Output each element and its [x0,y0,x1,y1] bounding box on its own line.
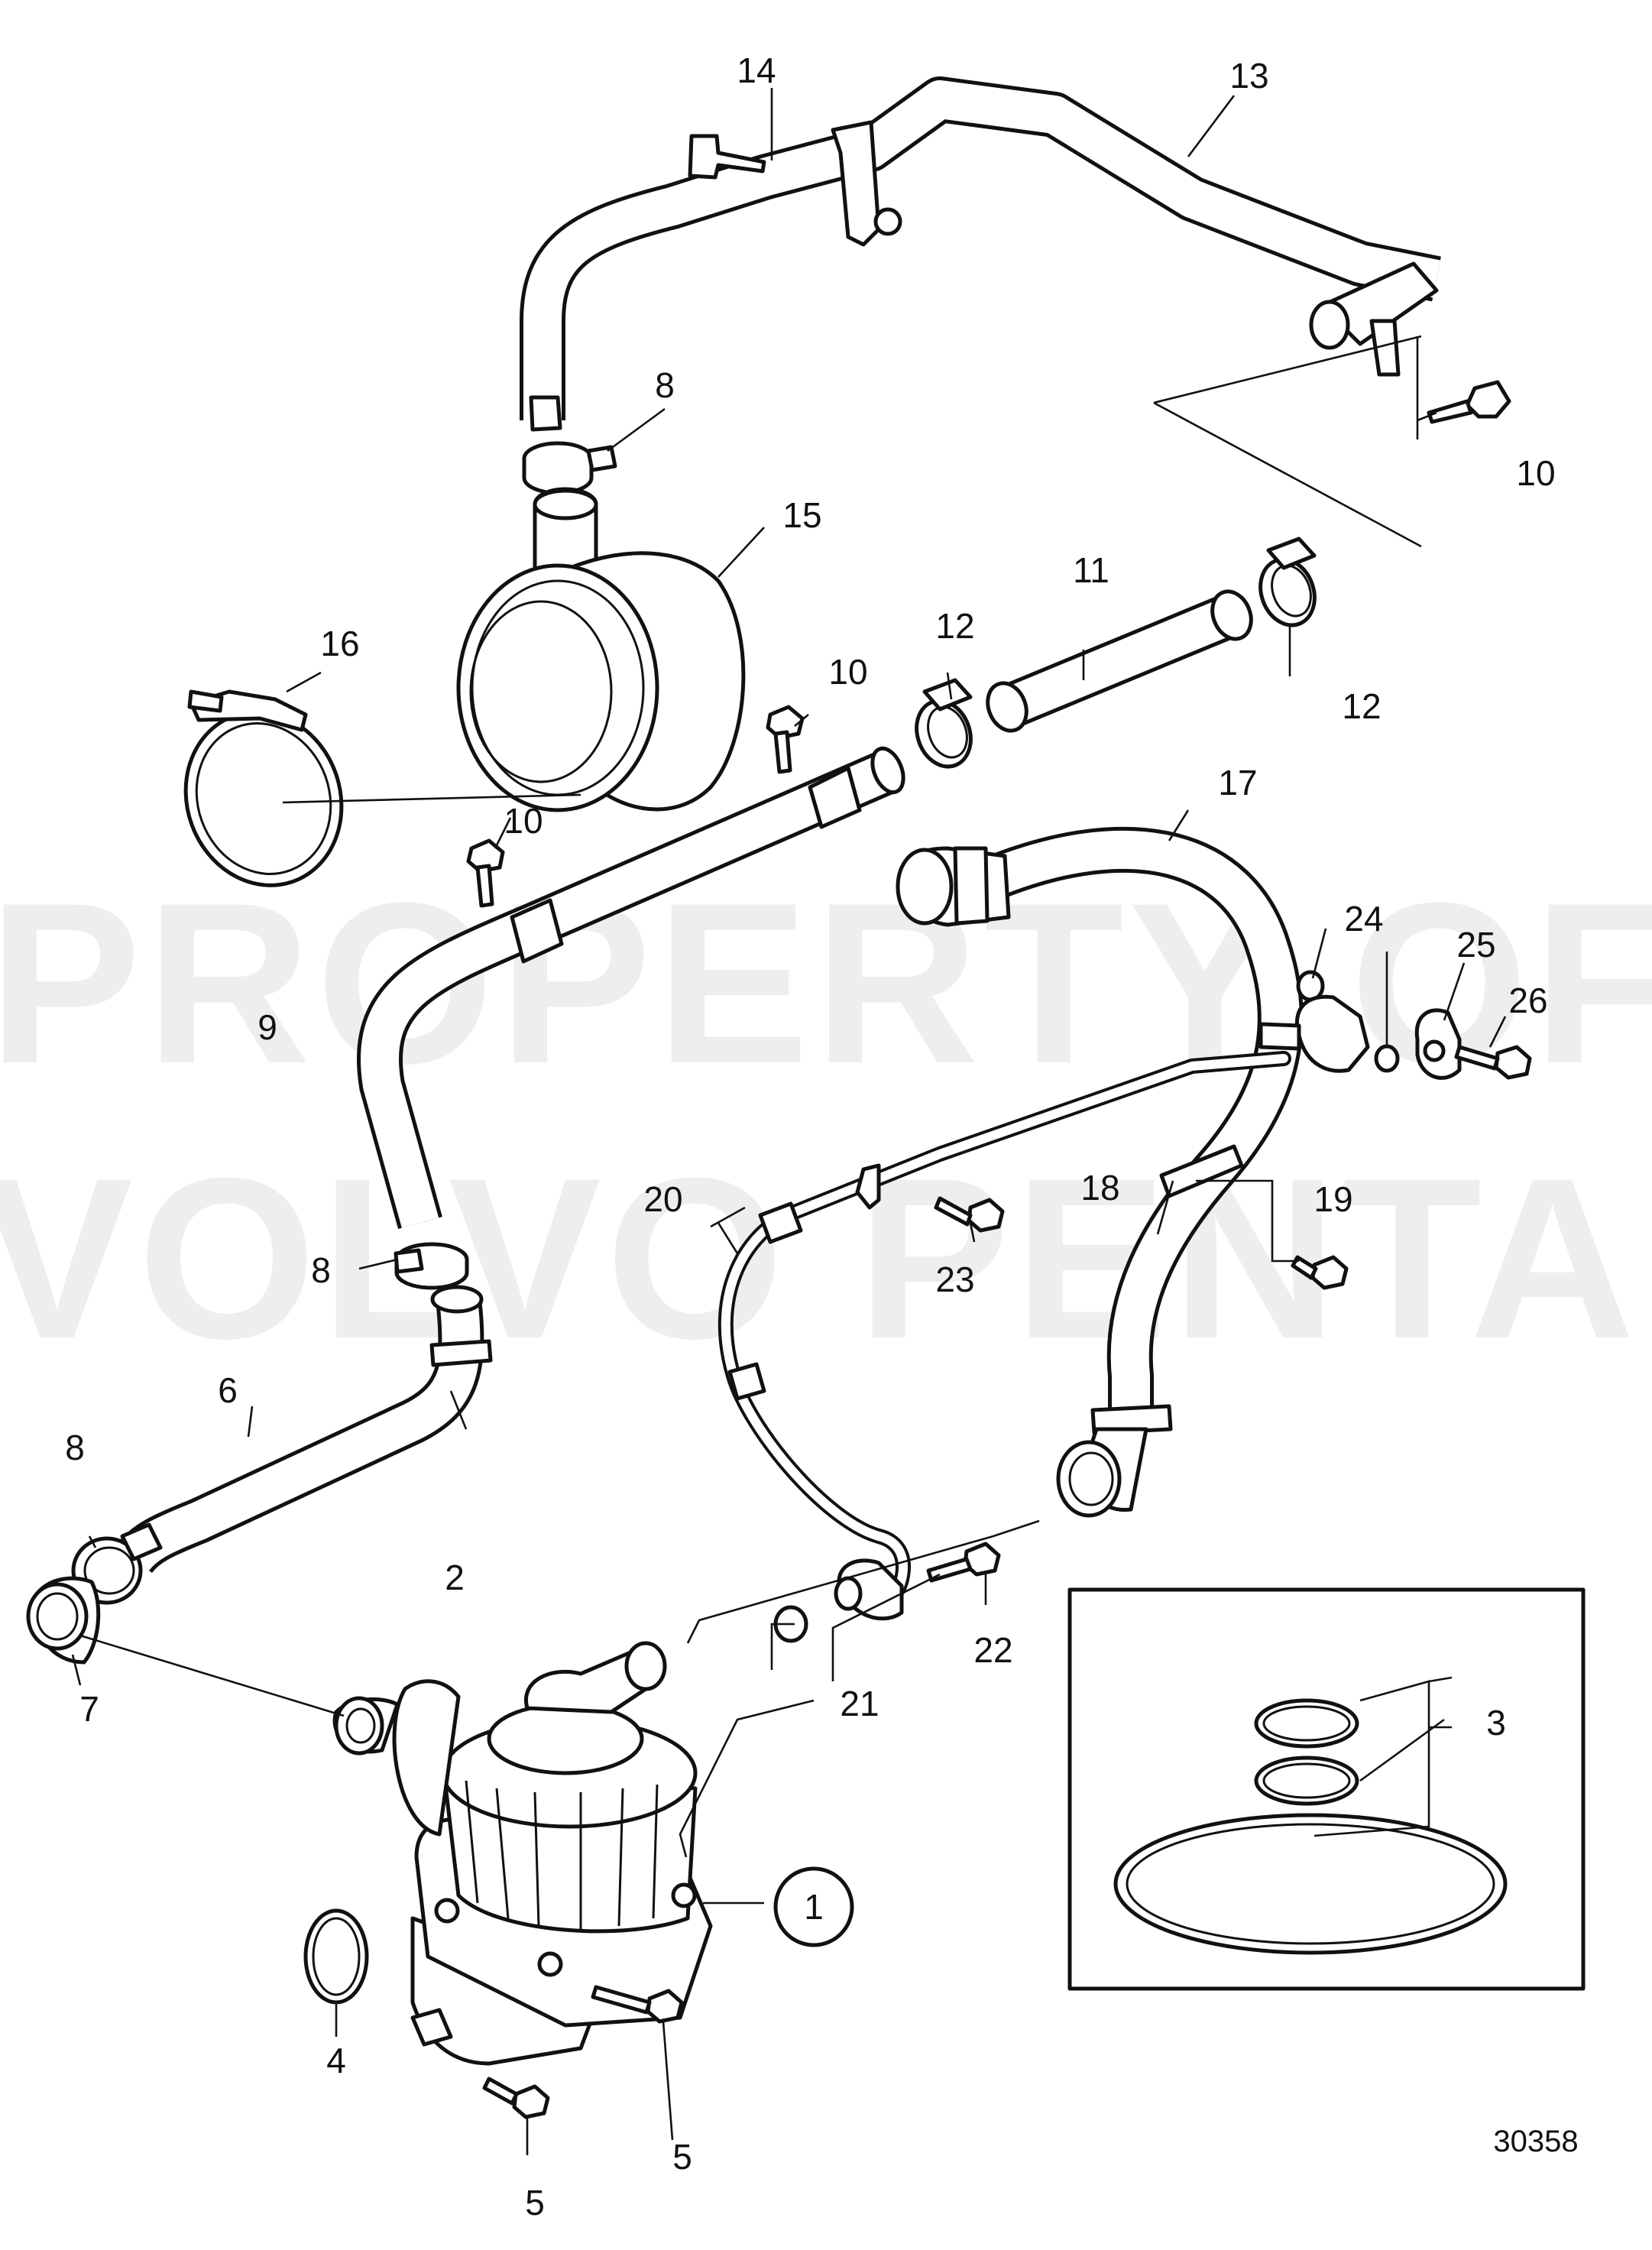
callout-6: 6 [218,1370,238,1410]
callout-8-middle: 8 [311,1250,331,1290]
callout-17: 17 [1218,763,1257,802]
callout-8-top: 8 [655,365,675,405]
callout-26: 26 [1508,981,1547,1020]
callout-20: 20 [643,1179,682,1219]
part-14-bolt [688,134,766,180]
callout-13: 13 [1229,56,1268,96]
watermark-line-1: PROPERTY OF [0,854,1652,1111]
callout-7: 7 [79,1689,99,1729]
callout-16: 16 [320,624,359,663]
part-15-inlet-bell [456,487,746,812]
part-10-bolt-right [1427,380,1511,424]
callout-14: 14 [737,50,776,90]
callout-25: 25 [1456,925,1495,965]
part-26-bolt [1454,1045,1532,1080]
part-19-bolt [1291,1255,1349,1290]
callout-10-left: 10 [504,801,543,841]
callout-18: 18 [1080,1168,1119,1208]
watermark: PROPERTY OF VOLVO PENTA [0,854,1652,1386]
callout-11: 11 [1073,550,1109,590]
part-4-oring [303,1908,369,2005]
callout-10-right: 10 [1516,453,1555,493]
part-25-flange [1258,994,1462,1080]
callout-10-middle: 10 [828,652,867,692]
part-11-hose [986,589,1253,733]
part-12-clamp-right [1258,537,1317,627]
callout-15: 15 [782,495,821,535]
callout-23: 23 [935,1260,974,1299]
part-1-pump-assembly [332,1641,713,2066]
part-9-hose [356,746,905,1230]
callout-12-right: 12 [1342,686,1381,726]
callout-24: 24 [1344,899,1383,939]
callout-9: 9 [258,1007,277,1047]
callout-1-circle [773,1866,854,1947]
callout-3: 3 [1486,1703,1506,1743]
part-10-bolt-middle [766,705,805,774]
callout-labels: 1 2 3 4 5 5 6 7 8 8 8 9 10 10 10 11 12 1… [65,50,1555,2222]
callout-1: 1 [804,1887,824,1927]
part-8-clamp-top [522,441,617,495]
callout-5-right: 5 [672,2137,692,2177]
part-5-bolt-b [482,2077,550,2119]
part-5-bolt-a [591,1985,684,2024]
callout-4: 4 [326,2041,346,2080]
watermark-line-2: VOLVO PENTA [0,1130,1640,1386]
part-16-vband-clamp [183,689,344,887]
callout-19: 19 [1314,1179,1352,1219]
callout-5-left: 5 [525,2183,545,2222]
part-10-bolt-left [466,838,505,908]
leader-lines [71,88,1507,2155]
part-12-clamp-left [915,678,973,769]
part-13-top-pipe [520,76,1441,432]
callout-22: 22 [973,1630,1012,1670]
part-20-pipe [717,1051,1291,1597]
part-23-bolt [934,1196,1005,1233]
callout-8-bottom: 8 [65,1428,85,1467]
drawing-number: 30358 [1493,2125,1578,2158]
callout-2: 2 [445,1558,465,1597]
part-7-elbow [26,1576,101,1665]
part-8-clamp-middle [394,1242,469,1290]
inset-gasket-kit [1067,1587,1586,1991]
callout-12-left: 12 [935,606,974,646]
callout-21: 21 [840,1684,879,1723]
